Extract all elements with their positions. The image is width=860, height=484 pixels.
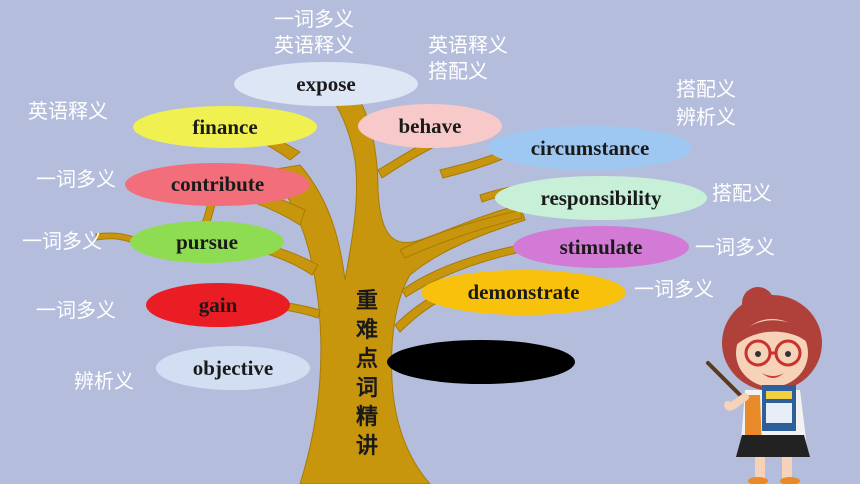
- word-contribute[interactable]: contribute: [125, 163, 310, 206]
- note-pursue: 一词多义: [22, 229, 102, 253]
- note-stimulate: 一词多义: [695, 235, 775, 259]
- trunk-title: 重难点词精讲: [355, 289, 378, 459]
- note-circumstance-2: 辨析义: [676, 105, 736, 129]
- note-demonstrate: 一词多义: [634, 277, 714, 301]
- word-pursue[interactable]: pursue: [130, 221, 284, 263]
- word-behave[interactable]: behave: [358, 104, 502, 148]
- teacher-illustration-icon: [706, 287, 822, 484]
- note-finance: 英语释义: [28, 99, 108, 123]
- word-circumstance[interactable]: circumstance: [488, 126, 692, 170]
- word-stimulate[interactable]: stimulate: [513, 226, 689, 268]
- note-expose-2: 英语释义: [274, 33, 354, 57]
- word-finance[interactable]: finance: [133, 106, 317, 148]
- note-objective: 辨析义: [74, 369, 134, 393]
- note-behave-2: 搭配义: [428, 59, 488, 83]
- note-contribute: 一词多义: [36, 167, 116, 191]
- word-expose[interactable]: expose: [234, 62, 418, 106]
- note-expose-1: 一词多义: [274, 7, 354, 31]
- word-objective[interactable]: objective: [156, 346, 310, 390]
- note-circumstance-1: 搭配义: [676, 77, 736, 101]
- note-responsibility: 搭配义: [712, 181, 772, 205]
- word-demonstrate[interactable]: demonstrate: [421, 270, 626, 315]
- note-behave-1: 英语释义: [428, 33, 508, 57]
- black-oval-redaction: [387, 340, 575, 384]
- word-responsibility[interactable]: responsibility: [495, 176, 707, 220]
- note-gain: 一词多义: [36, 298, 116, 322]
- word-gain[interactable]: gain: [146, 283, 290, 327]
